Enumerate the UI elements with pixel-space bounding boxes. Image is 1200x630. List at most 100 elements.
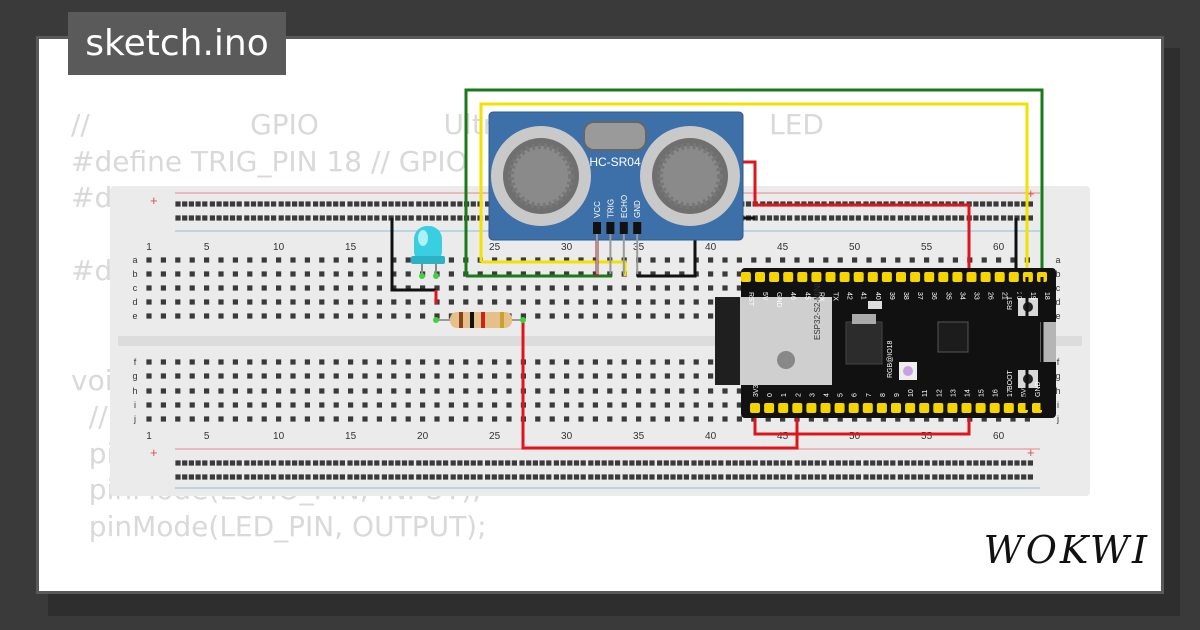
esp32-header-pin[interactable] <box>881 272 892 282</box>
breadboard-hole[interactable] <box>285 201 291 207</box>
breadboard-hole[interactable] <box>592 402 598 408</box>
breadboard-hole[interactable] <box>592 313 598 319</box>
breadboard-hole[interactable] <box>477 271 483 277</box>
breadboard-hole[interactable] <box>218 257 224 263</box>
esp32-header-pin[interactable] <box>792 403 803 413</box>
breadboard-hole[interactable] <box>592 299 598 305</box>
breadboard-hole[interactable] <box>679 388 685 394</box>
breadboard-hole[interactable] <box>298 474 304 480</box>
breadboard-hole[interactable] <box>250 215 257 221</box>
breadboard-hole[interactable] <box>1027 215 1033 221</box>
breadboard-hole[interactable] <box>722 402 728 408</box>
breadboard-hole[interactable] <box>232 388 238 394</box>
breadboard-hole[interactable] <box>519 474 525 480</box>
breadboard-hole[interactable] <box>405 388 411 394</box>
breadboard-hole[interactable] <box>304 271 310 277</box>
breadboard-hole[interactable] <box>443 460 449 466</box>
esp32-header-pin[interactable] <box>919 403 930 413</box>
breadboard-hole[interactable] <box>945 460 951 466</box>
breadboard-hole[interactable] <box>539 474 545 480</box>
breadboard-hole[interactable] <box>679 402 685 408</box>
breadboard-hole[interactable] <box>498 474 504 480</box>
breadboard-hole[interactable] <box>736 257 742 263</box>
breadboard-hole[interactable] <box>160 271 166 277</box>
breadboard-hole[interactable] <box>333 215 339 221</box>
breadboard-hole[interactable] <box>973 201 979 207</box>
breadboard-hole[interactable] <box>608 460 614 466</box>
breadboard-hole[interactable] <box>535 271 541 277</box>
breadboard-hole[interactable] <box>981 416 987 422</box>
breadboard-hole[interactable] <box>842 474 848 480</box>
breadboard-hole[interactable] <box>693 402 699 408</box>
breadboard-hole[interactable] <box>348 388 354 394</box>
breadboard-hole[interactable] <box>664 285 670 291</box>
breadboard-hole[interactable] <box>244 474 250 480</box>
breadboard-hole[interactable] <box>938 257 944 263</box>
breadboard-hole[interactable] <box>725 460 731 466</box>
breadboard-hole[interactable] <box>592 388 598 394</box>
breadboard-hole[interactable] <box>592 359 598 365</box>
sensor-pin[interactable] <box>619 222 628 234</box>
breadboard-hole[interactable] <box>549 359 555 365</box>
breadboard-hole[interactable] <box>650 359 656 365</box>
breadboard-hole[interactable] <box>362 299 368 305</box>
breadboard-hole[interactable] <box>376 285 382 291</box>
breadboard-hole[interactable] <box>821 215 827 221</box>
breadboard-hole[interactable] <box>993 460 999 466</box>
file-tab[interactable]: sketch.ino <box>68 12 286 75</box>
breadboard-hole[interactable] <box>290 388 296 394</box>
breadboard-hole[interactable] <box>760 474 766 480</box>
breadboard-hole[interactable] <box>693 359 699 365</box>
breadboard-hole[interactable] <box>218 388 224 394</box>
esp32-header-pin[interactable] <box>820 403 831 413</box>
breadboard-hole[interactable] <box>376 299 382 305</box>
breadboard-hole[interactable] <box>463 299 469 305</box>
breadboard-hole[interactable] <box>564 359 570 365</box>
breadboard-hole[interactable] <box>276 359 282 365</box>
breadboard-hole[interactable] <box>367 474 373 480</box>
breadboard-hole[interactable] <box>718 474 724 480</box>
breadboard-hole[interactable] <box>223 215 229 221</box>
breadboard-hole[interactable] <box>257 460 263 466</box>
breadboard-hole[interactable] <box>232 271 238 277</box>
breadboard-hole[interactable] <box>578 285 584 291</box>
breadboard-hole[interactable] <box>464 460 470 466</box>
breadboard-hole[interactable] <box>880 416 886 422</box>
esp32-header-pin[interactable] <box>839 272 850 282</box>
breadboard-hole[interactable] <box>261 313 267 319</box>
breadboard-hole[interactable] <box>973 474 979 480</box>
breadboard-hole[interactable] <box>333 474 339 480</box>
breadboard-hole[interactable] <box>436 460 442 466</box>
breadboard-hole[interactable] <box>405 373 411 379</box>
breadboard-hole[interactable] <box>218 416 224 422</box>
breadboard-hole[interactable] <box>348 402 354 408</box>
breadboard-hole[interactable] <box>195 201 201 207</box>
breadboard-hole[interactable] <box>622 460 628 466</box>
esp32-header-pin[interactable] <box>740 272 751 282</box>
breadboard-hole[interactable] <box>924 215 930 221</box>
breadboard-hole[interactable] <box>319 388 325 394</box>
breadboard-hole[interactable] <box>993 215 999 221</box>
breadboard-hole[interactable] <box>319 460 325 466</box>
breadboard-hole[interactable] <box>146 416 152 422</box>
breadboard-hole[interactable] <box>1010 257 1016 263</box>
breadboard-hole[interactable] <box>354 201 360 207</box>
breadboard-hole[interactable] <box>477 285 483 291</box>
esp32-header-pin[interactable] <box>905 403 916 413</box>
breadboard-hole[interactable] <box>477 402 483 408</box>
breadboard-hole[interactable] <box>829 460 835 466</box>
breadboard-hole[interactable] <box>849 215 855 221</box>
breadboard-hole[interactable] <box>911 215 917 221</box>
breadboard-hole[interactable] <box>535 285 541 291</box>
breadboard-hole[interactable] <box>870 460 876 466</box>
breadboard-hole[interactable] <box>938 416 944 422</box>
breadboard-hole[interactable] <box>966 474 972 480</box>
breadboard-hole[interactable] <box>959 474 965 480</box>
breadboard-hole[interactable] <box>319 271 325 277</box>
breadboard-hole[interactable] <box>298 201 304 207</box>
breadboard-hole[interactable] <box>347 474 353 480</box>
breadboard-hole[interactable] <box>492 257 498 263</box>
breadboard-hole[interactable] <box>202 201 208 207</box>
breadboard-hole[interactable] <box>304 299 310 305</box>
